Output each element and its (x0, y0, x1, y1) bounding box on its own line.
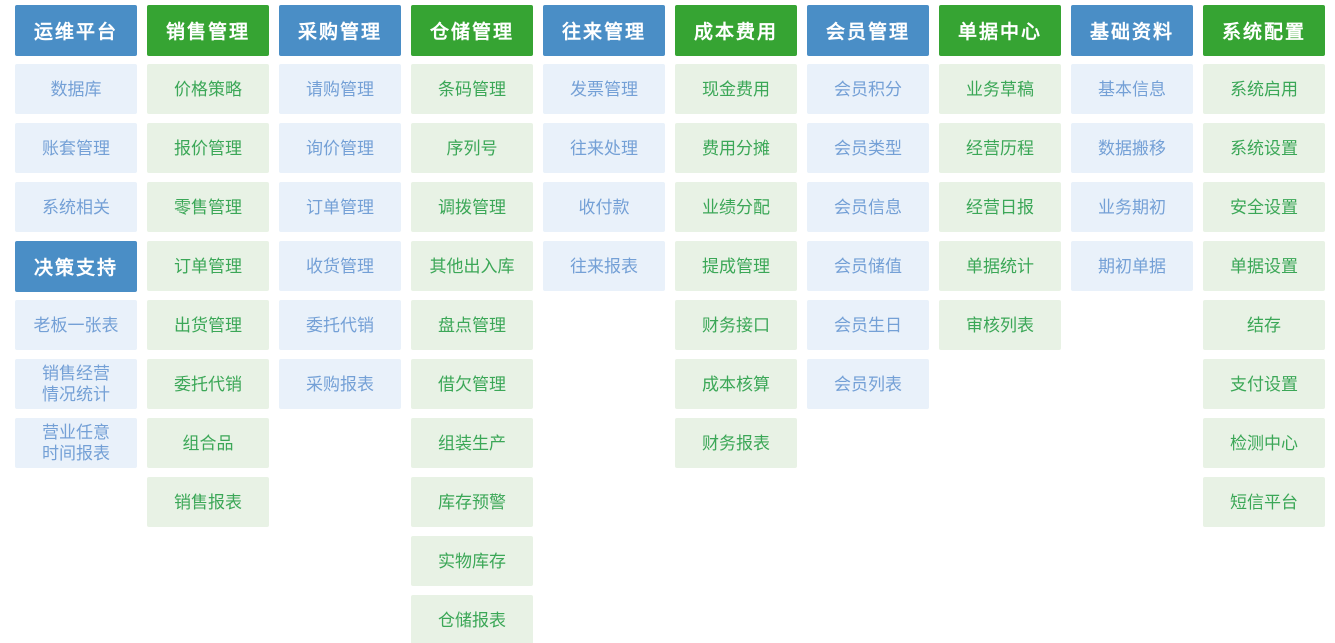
menu-item[interactable]: 提成管理 (675, 241, 797, 291)
menu-item[interactable]: 系统启用 (1203, 64, 1325, 114)
category-header-warehouse-mgmt[interactable]: 仓储管理 (411, 5, 533, 56)
menu-item[interactable]: 其他出入库 (411, 241, 533, 291)
menu-item[interactable]: 零售管理 (147, 182, 269, 232)
menu-item[interactable]: 系统相关 (15, 182, 137, 232)
menu-item[interactable]: 费用分摊 (675, 123, 797, 173)
menu-item[interactable]: 经营日报 (939, 182, 1061, 232)
menu-item[interactable]: 单据设置 (1203, 241, 1325, 291)
menu-column-cost-expense: 成本费用现金费用费用分摊业绩分配提成管理财务接口成本核算财务报表 (675, 5, 797, 477)
menu-item[interactable]: 会员生日 (807, 300, 929, 350)
category-header-basic-data[interactable]: 基础资料 (1071, 5, 1193, 56)
menu-column-transaction-mgmt: 往来管理发票管理往来处理收付款往来报表 (543, 5, 665, 300)
category-header-member-mgmt[interactable]: 会员管理 (807, 5, 929, 56)
menu-column-basic-data: 基础资料基本信息数据搬移业务期初期初单据 (1071, 5, 1193, 300)
menu-item[interactable]: 财务报表 (675, 418, 797, 468)
menu-item[interactable]: 委托代销 (279, 300, 401, 350)
menu-item[interactable]: 实物库存 (411, 536, 533, 586)
menu-item[interactable]: 数据库 (15, 64, 137, 114)
menu-item[interactable]: 采购报表 (279, 359, 401, 409)
category-header-system-config[interactable]: 系统配置 (1203, 5, 1325, 56)
menu-item[interactable]: 往来报表 (543, 241, 665, 291)
menu-item[interactable]: 现金费用 (675, 64, 797, 114)
category-header-ops-platform[interactable]: 运维平台 (15, 5, 137, 56)
menu-column-system-config: 系统配置系统启用系统设置安全设置单据设置结存支付设置检测中心短信平台 (1203, 5, 1325, 536)
menu-item[interactable]: 序列号 (411, 123, 533, 173)
menu-column-document-center: 单据中心业务草稿经营历程经营日报单据统计审核列表 (939, 5, 1061, 359)
menu-item[interactable]: 询价管理 (279, 123, 401, 173)
menu-column-warehouse-mgmt: 仓储管理条码管理序列号调拨管理其他出入库盘点管理借欠管理组装生产库存预警实物库存… (411, 5, 533, 643)
menu-item[interactable]: 调拨管理 (411, 182, 533, 232)
menu-item[interactable]: 审核列表 (939, 300, 1061, 350)
menu-item[interactable]: 发票管理 (543, 64, 665, 114)
menu-item[interactable]: 组装生产 (411, 418, 533, 468)
category-header-cost-expense[interactable]: 成本费用 (675, 5, 797, 56)
menu-item[interactable]: 业绩分配 (675, 182, 797, 232)
menu-item[interactable]: 会员列表 (807, 359, 929, 409)
menu-item[interactable]: 出货管理 (147, 300, 269, 350)
menu-column-purchase-mgmt: 采购管理请购管理询价管理订单管理收货管理委托代销采购报表 (279, 5, 401, 418)
menu-item[interactable]: 经营历程 (939, 123, 1061, 173)
menu-item[interactable]: 检测中心 (1203, 418, 1325, 468)
menu-item[interactable]: 安全设置 (1203, 182, 1325, 232)
menu-item[interactable]: 账套管理 (15, 123, 137, 173)
menu-item[interactable]: 营业任意 时间报表 (15, 418, 137, 468)
menu-item[interactable]: 会员储值 (807, 241, 929, 291)
category-header-purchase-mgmt[interactable]: 采购管理 (279, 5, 401, 56)
menu-item[interactable]: 财务接口 (675, 300, 797, 350)
category-header-decision-support[interactable]: 决策支持 (15, 241, 137, 292)
menu-item[interactable]: 收付款 (543, 182, 665, 232)
menu-item[interactable]: 条码管理 (411, 64, 533, 114)
menu-item[interactable]: 短信平台 (1203, 477, 1325, 527)
menu-column-ops-platform: 运维平台数据库账套管理系统相关决策支持老板一张表销售经营 情况统计营业任意 时间… (15, 5, 137, 477)
category-header-transaction-mgmt[interactable]: 往来管理 (543, 5, 665, 56)
menu-item[interactable]: 订单管理 (147, 241, 269, 291)
menu-item[interactable]: 收货管理 (279, 241, 401, 291)
menu-column-sales-mgmt: 销售管理价格策略报价管理零售管理订单管理出货管理委托代销组合品销售报表 (147, 5, 269, 536)
menu-item[interactable]: 报价管理 (147, 123, 269, 173)
category-header-document-center[interactable]: 单据中心 (939, 5, 1061, 56)
menu-item[interactable]: 业务期初 (1071, 182, 1193, 232)
menu-item[interactable]: 价格策略 (147, 64, 269, 114)
menu-item[interactable]: 期初单据 (1071, 241, 1193, 291)
category-header-sales-mgmt[interactable]: 销售管理 (147, 5, 269, 56)
menu-item[interactable]: 结存 (1203, 300, 1325, 350)
menu-item[interactable]: 系统设置 (1203, 123, 1325, 173)
menu-item[interactable]: 销售报表 (147, 477, 269, 527)
menu-item[interactable]: 数据搬移 (1071, 123, 1193, 173)
menu-item[interactable]: 会员类型 (807, 123, 929, 173)
menu-item[interactable]: 会员积分 (807, 64, 929, 114)
menu-item[interactable]: 仓储报表 (411, 595, 533, 643)
menu-item[interactable]: 库存预警 (411, 477, 533, 527)
menu-item[interactable]: 订单管理 (279, 182, 401, 232)
menu-item[interactable]: 支付设置 (1203, 359, 1325, 409)
menu-item[interactable]: 借欠管理 (411, 359, 533, 409)
menu-item[interactable]: 成本核算 (675, 359, 797, 409)
menu-item[interactable]: 请购管理 (279, 64, 401, 114)
menu-item[interactable]: 基本信息 (1071, 64, 1193, 114)
menu-item[interactable]: 老板一张表 (15, 300, 137, 350)
menu-item[interactable]: 委托代销 (147, 359, 269, 409)
menu-item[interactable]: 单据统计 (939, 241, 1061, 291)
menu-item[interactable]: 盘点管理 (411, 300, 533, 350)
menu-column-member-mgmt: 会员管理会员积分会员类型会员信息会员储值会员生日会员列表 (807, 5, 929, 418)
menu-item[interactable]: 销售经营 情况统计 (15, 359, 137, 409)
menu-item[interactable]: 组合品 (147, 418, 269, 468)
menu-item[interactable]: 会员信息 (807, 182, 929, 232)
menu-item[interactable]: 往来处理 (543, 123, 665, 173)
menu-item[interactable]: 业务草稿 (939, 64, 1061, 114)
